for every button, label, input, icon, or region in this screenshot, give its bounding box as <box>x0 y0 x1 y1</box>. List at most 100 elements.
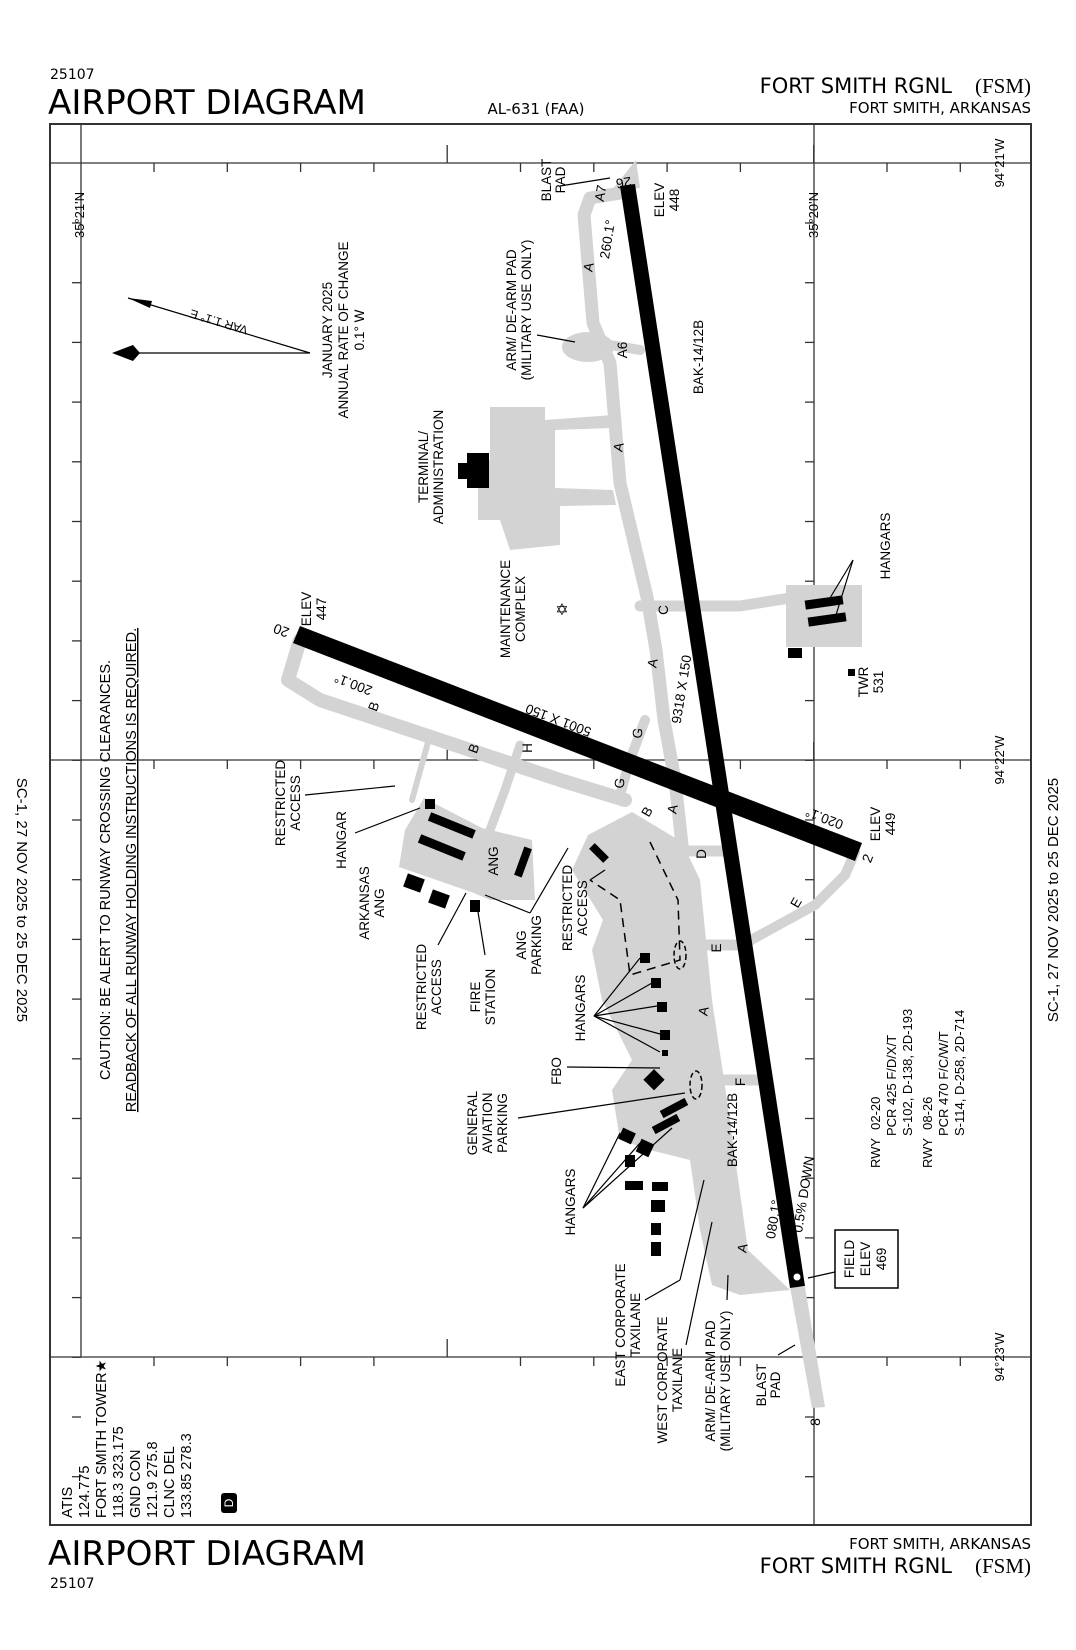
arresting-gear-south: BAK-14/12B <box>725 1093 740 1167</box>
svg-text:ANG: ANG <box>514 930 529 959</box>
svg-text:448: 448 <box>667 189 682 212</box>
fire-station <box>470 900 480 912</box>
field-elevation-box <box>834 1229 899 1289</box>
building <box>589 843 609 863</box>
taxiway-e-east <box>737 847 860 950</box>
svg-text:RWY08-26: RWY08-26 <box>920 1097 935 1168</box>
effective-dates-right: SC-1, 27 NOV 2025 to 25 DEC 2025 <box>1045 778 1062 1022</box>
svg-text:ARM/ DE-ARM PAD: ARM/ DE-ARM PAD <box>703 1320 718 1442</box>
parking-spot <box>673 940 687 970</box>
terminal-label: TERMINAL/ADMINISTRATION <box>416 410 446 525</box>
taxiway-c-east <box>694 592 796 612</box>
runway-20-label: 20 <box>271 620 291 641</box>
svg-text:A: A <box>734 1242 750 1253</box>
chart-number: 25107 <box>50 67 95 83</box>
hangar <box>618 1127 636 1145</box>
blast-pad-north <box>612 160 640 190</box>
runway-gradient: 0.5% DOWN <box>790 1155 817 1234</box>
hangar <box>651 1200 665 1212</box>
svg-text:A: A <box>664 803 680 814</box>
restricted-area-boundary <box>589 841 681 976</box>
ang-hangar <box>427 812 476 839</box>
arm-pad-north-label: ARM/ DE-ARM PAD(MILITARY USE ONLY) <box>504 240 534 381</box>
svg-text:RESTRICTED: RESTRICTED <box>273 760 288 847</box>
runway-08-26 <box>620 184 805 1288</box>
svg-text:A: A <box>580 261 596 272</box>
runway-26-label: 26 <box>615 174 633 192</box>
svg-text:ACCESS: ACCESS <box>429 959 444 1015</box>
hangar <box>643 1069 665 1091</box>
arm-pad-north <box>562 332 614 362</box>
svg-text:WEST CORPORATE: WEST CORPORATE <box>655 1316 670 1443</box>
frequencies: ATIS 124.775 FORT SMITH TOWER★ 118.3 323… <box>60 1359 195 1518</box>
runway-02-20 <box>293 626 862 861</box>
svg-text:ATIS: ATIS <box>60 1487 76 1518</box>
chart-title: AIRPORT DIAGRAM <box>48 83 366 123</box>
terminal-building <box>467 453 489 488</box>
svg-text:GENERAL: GENERAL <box>465 1090 480 1155</box>
caution-readback: READBACK OF ALL RUNWAY HOLDING INSTRUCTI… <box>124 628 140 1112</box>
svg-text:G: G <box>629 727 646 740</box>
field-elevation-point <box>793 1273 801 1281</box>
svg-text:RWY02-20: RWY02-20 <box>868 1097 883 1168</box>
fbo-building <box>662 1050 668 1056</box>
svg-text:A6: A6 <box>615 342 630 359</box>
footer-airport-id: (FSM) <box>975 1554 1031 1578</box>
svg-text:RESTRICTED: RESTRICTED <box>414 944 429 1031</box>
taxiway-a6 <box>605 340 645 355</box>
building <box>428 889 450 909</box>
variation-note: JANUARY 2025 ANNUAL RATE OF CHANGE 0.1° … <box>320 241 367 418</box>
svg-text:S-114, D-258, 2D-714: S-114, D-258, 2D-714 <box>952 1010 967 1136</box>
airport-id: (FSM) <box>975 74 1031 98</box>
svg-text:A7: A7 <box>592 184 610 203</box>
svg-text:JANUARY 2025: JANUARY 2025 <box>320 282 335 378</box>
hangar <box>651 1223 661 1235</box>
svg-text:RESTRICTED: RESTRICTED <box>560 865 575 952</box>
control-tower <box>848 669 855 676</box>
hangar <box>659 1097 689 1119</box>
svg-text:(MILITARY USE ONLY): (MILITARY USE ONLY) <box>718 1311 733 1452</box>
svg-text:PARKING: PARKING <box>495 1093 510 1153</box>
procedure-id: AL-631 (FAA) <box>487 100 584 118</box>
footer-chart-number: 25107 <box>50 1576 95 1592</box>
effective-dates-left: SC-1, 27 NOV 2025 to 25 DEC 2025 <box>13 778 30 1022</box>
svg-text:PAD: PAD <box>768 1371 783 1398</box>
svg-text:(MILITARY USE ONLY): (MILITARY USE ONLY) <box>519 240 534 381</box>
taxiways-and-aprons <box>281 160 862 1408</box>
svg-text:ACCESS: ACCESS <box>288 775 303 831</box>
svg-text:E: E <box>709 943 724 952</box>
footer-title: AIRPORT DIAGRAM <box>48 1534 366 1574</box>
magnetic-north-arrow-icon <box>128 298 152 308</box>
svg-text:CLNC DEL: CLNC DEL <box>162 1446 178 1518</box>
hangar <box>651 978 661 988</box>
svg-text:A: A <box>644 657 660 668</box>
svg-text:G: G <box>611 777 628 790</box>
svg-text:EAST CORPORATE: EAST CORPORATE <box>613 1263 628 1386</box>
footer-location: FORT SMITH, ARKANSAS <box>849 1535 1031 1553</box>
heading-200: 200.1° <box>332 670 374 698</box>
building <box>788 648 802 658</box>
longitude-label: 94°22'W <box>992 735 1007 785</box>
svg-text:449: 449 <box>883 813 898 836</box>
runway-strength-info: RWY02-20 PCR 425 F/D/X/T S-102, D-138, 2… <box>868 1009 967 1168</box>
hangar-label: HANGAR <box>334 811 349 869</box>
svg-text:531: 531 <box>871 671 886 694</box>
svg-text:ANNUAL RATE OF CHANGE: ANNUAL RATE OF CHANGE <box>336 241 351 418</box>
arm-pad-south-label: ARM/ DE-ARM PAD(MILITARY USE ONLY) <box>703 1311 733 1452</box>
terminal-apron <box>478 407 616 550</box>
latitude-label: 35°21'N <box>72 192 87 238</box>
runway-8-label: 8 <box>807 1418 823 1426</box>
maintenance-star-icon: ✡ <box>555 602 568 619</box>
restricted-access-path <box>409 732 433 803</box>
hangar <box>807 612 847 627</box>
svg-text:ELEV: ELEV <box>858 1242 873 1277</box>
runway-2-label: 2 <box>858 852 876 865</box>
